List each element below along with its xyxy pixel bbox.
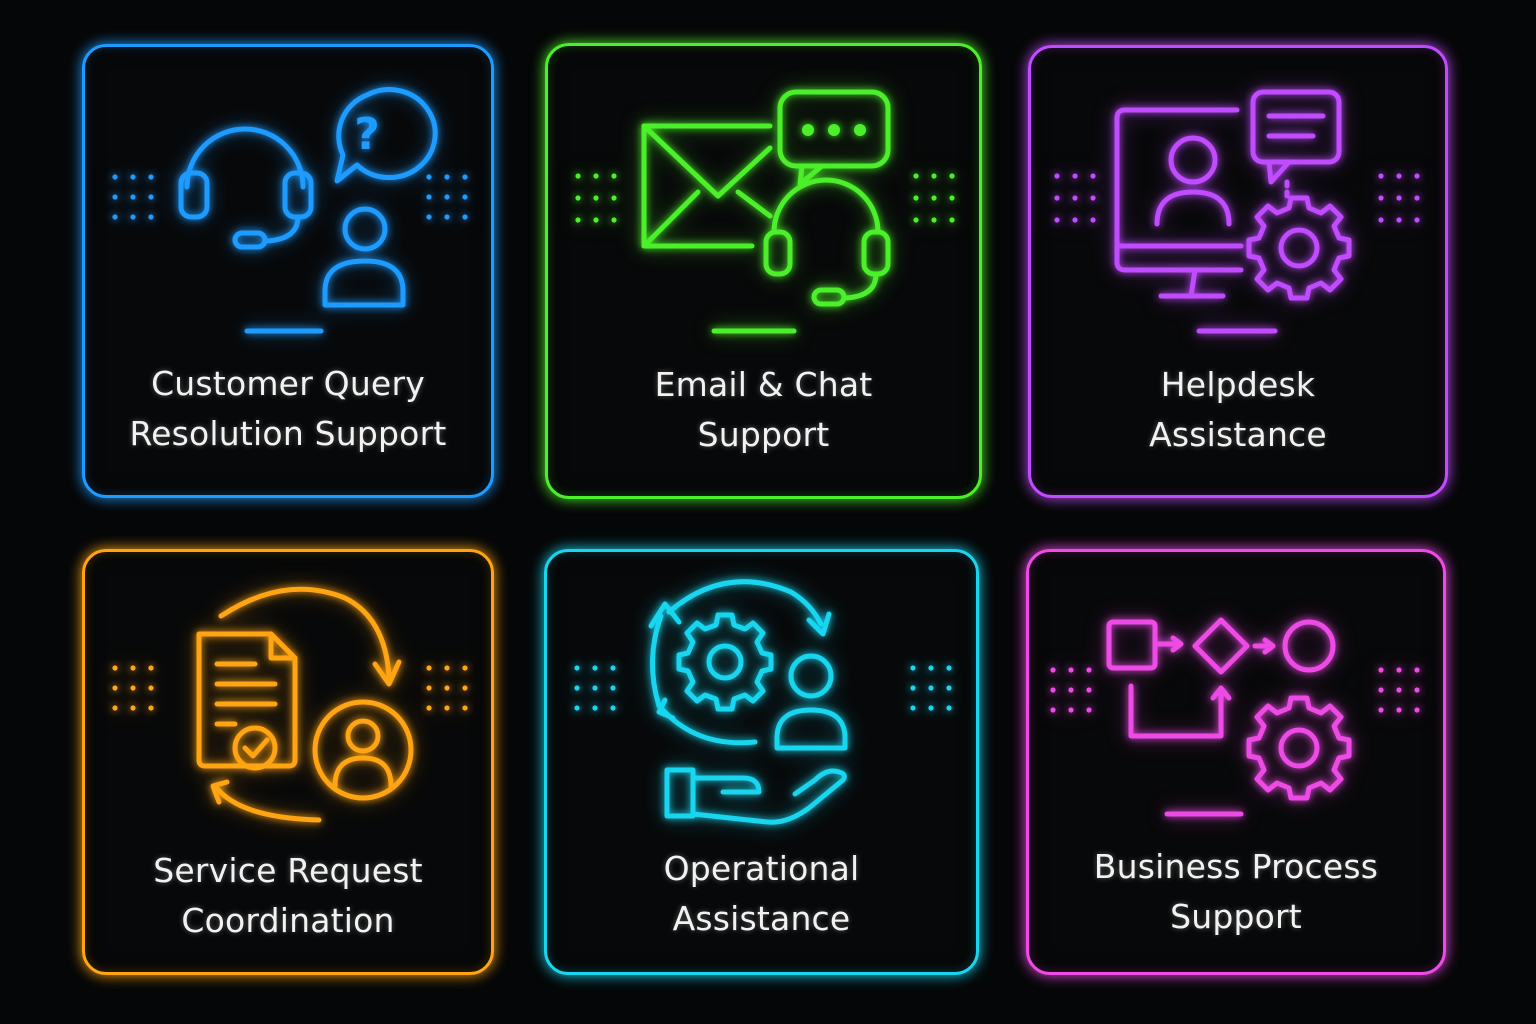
card-title: Email & Chat Support [548,360,979,460]
dots-right-icon [1378,667,1420,713]
card-title-line-2: Resolution Support [129,414,447,453]
card-helpdesk[interactable]: Helpdesk Assistance [1028,45,1448,498]
dots-left-icon [112,174,154,220]
envelope-icon [641,123,773,249]
svg-text:?: ? [354,109,380,160]
chat-bubble-icon [777,89,891,187]
card-service-request[interactable]: Service Request Coordination [82,549,494,975]
operational-illustration [574,579,952,825]
message-bubble-icon [1250,89,1342,201]
card-title-line-1: Operational [663,849,860,888]
dots-right-icon [910,665,952,711]
card-title-line-1: Business Process [1093,847,1379,886]
flowchart-icon [1106,617,1336,739]
cycle-arrows-icon [648,579,832,746]
monitor-user-icon [1114,107,1244,299]
card-title: Customer Query Resolution Support [85,359,491,459]
email-chat-illustration [575,89,955,334]
dots-left-icon [575,173,617,223]
dots-left-icon [1050,667,1092,713]
dots-left-icon [1054,173,1096,223]
dots-right-icon [426,174,468,220]
question-bubble-icon: ? [334,87,438,184]
gear-icon [1246,195,1352,301]
card-customer-query[interactable]: ? Customer Query Resolution Support [82,44,494,498]
card-title-line-2: Support [697,415,830,454]
card-title-line-1: Helpdesk [1160,365,1316,404]
dots-right-icon [426,665,468,711]
business-process-illustration [1050,617,1420,817]
card-title-line-1: Service Request [153,851,423,890]
card-title: Helpdesk Assistance [1031,360,1445,460]
dots-right-icon [913,173,955,223]
helpdesk-illustration [1054,89,1420,334]
user-circle-icon [312,699,414,801]
card-title-line-1: Customer Query [151,364,425,403]
helping-hand-icon [664,767,847,825]
user-icon [322,206,406,308]
card-title-line-2: Coordination [181,901,395,940]
card-title-line-2: Assistance [1149,415,1327,454]
document-check-icon [196,631,298,771]
card-title: Service Request Coordination [85,846,491,946]
dots-left-icon [112,665,154,711]
headset-icon [178,126,314,250]
card-title: Business Process Support [1029,842,1443,942]
user-icon [774,653,848,751]
card-title: Operational Assistance [547,844,976,944]
circular-arrows-icon [210,586,402,823]
dots-left-icon [574,665,616,711]
gear-icon [676,612,774,712]
card-business-process[interactable]: Business Process Support [1026,549,1446,975]
card-title-line-2: Assistance [672,899,851,938]
service-request-illustration [112,586,468,823]
card-title-line-1: Email & Chat [654,365,873,404]
dots-right-icon [1378,173,1420,223]
card-operational[interactable]: Operational Assistance [544,549,979,975]
gear-icon [1246,695,1352,801]
card-email-chat[interactable]: Email & Chat Support [545,43,982,499]
card-title-line-2: Support [1170,897,1302,936]
headset-icon [763,177,891,307]
customer-query-illustration: ? [112,87,468,334]
